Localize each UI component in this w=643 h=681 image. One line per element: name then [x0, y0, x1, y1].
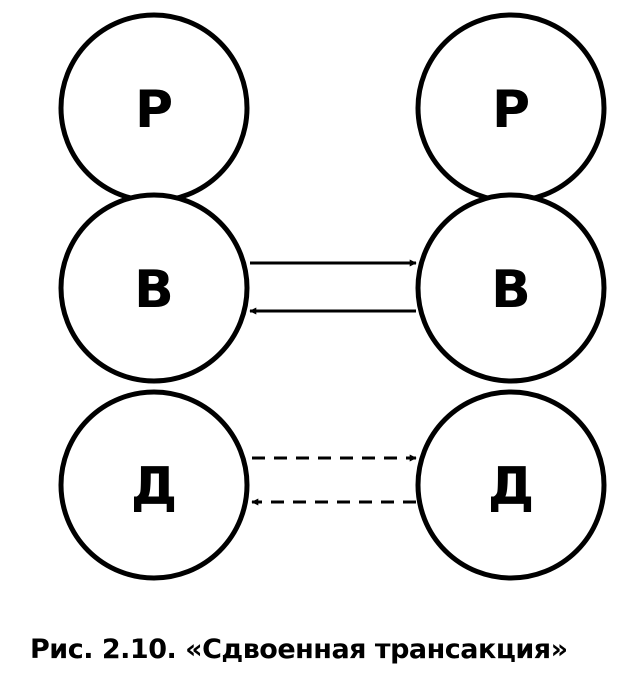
right-adult-circle — [415, 192, 607, 384]
left-child-circle — [58, 389, 250, 581]
right-child-circle — [415, 389, 607, 581]
left-parent-label: Р — [135, 80, 173, 140]
right-child-label: Д — [488, 457, 534, 517]
right-parent-label: Р — [492, 80, 530, 140]
left-child-label: Д — [131, 457, 177, 517]
left-adult-label: В — [134, 260, 174, 320]
figure-caption: Рис. 2.10. «Сдвоенная трансакция» — [30, 634, 568, 665]
right-adult-label: В — [491, 260, 531, 320]
left-adult-circle — [58, 192, 250, 384]
